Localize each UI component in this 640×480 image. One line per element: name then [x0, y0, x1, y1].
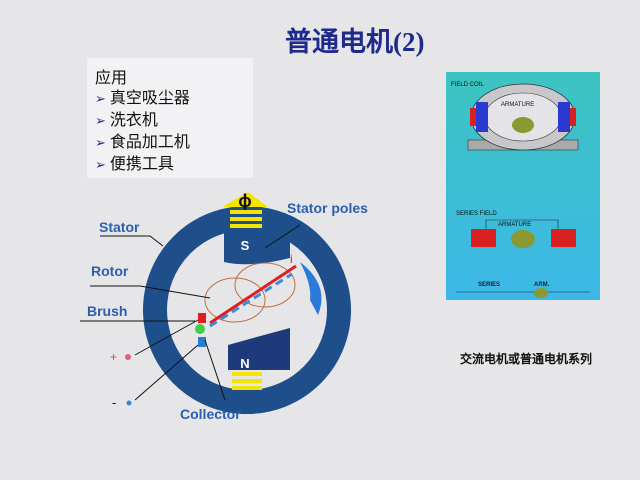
rotation-arrow-icon	[300, 262, 322, 315]
svg-text:SERIES: SERIES	[478, 282, 500, 288]
brush-negative	[198, 337, 206, 347]
list-item: ➢真空吸尘器	[95, 90, 190, 107]
rotor-label: Rotor	[91, 263, 129, 279]
minus-terminal: -	[112, 395, 116, 410]
svg-text:ARMATURE: ARMATURE	[501, 102, 534, 108]
list-item: ➢食品加工机	[95, 134, 190, 151]
applications-list: ➢真空吸尘器 ➢洗衣机 ➢食品加工机 ➢便携工具	[95, 88, 190, 176]
flux-arrow-icon	[222, 192, 268, 207]
brush-label: Brush	[87, 303, 127, 319]
bullet-arrow-icon: ➢	[95, 157, 106, 172]
svg-text:ARM.: ARM.	[534, 282, 550, 288]
stator-poles-label: Stator poles	[287, 200, 368, 216]
svg-text:ARMATURE: ARMATURE	[498, 222, 531, 228]
collector-label: Collector	[180, 406, 241, 422]
list-item: ➢洗衣机	[95, 112, 158, 129]
stator-ring	[143, 206, 351, 414]
stator-pole-n	[228, 328, 290, 370]
svg-text:SERIES FIELD: SERIES FIELD	[456, 211, 497, 217]
page-title: 普通电机(2)	[285, 27, 425, 57]
stator-label: Stator	[99, 219, 140, 235]
brush-positive	[198, 313, 206, 323]
applications-box: 应用 ➢真空吸尘器 ➢洗衣机 ➢食品加工机 ➢便携工具	[87, 58, 253, 178]
list-item: ➢便携工具	[95, 156, 174, 173]
svg-text:S: S	[241, 238, 250, 253]
field-coil-label: FIELD COIL	[451, 82, 484, 88]
rotor-coil	[209, 264, 297, 325]
bullet-arrow-icon: ➢	[95, 113, 106, 128]
plus-terminal: +	[110, 350, 117, 364]
bullet-arrow-icon: ➢	[95, 91, 106, 106]
motor-figure-drawing: FIELD COIL ARMATURE SERIES FIELD ARMATUR…	[451, 82, 590, 298]
armature-icon	[512, 117, 534, 133]
bullet-arrow-icon: ➢	[95, 135, 106, 150]
svg-text:ϕ: ϕ	[238, 191, 252, 211]
motor-figure: FIELD COIL ARMATURE SERIES FIELD ARMATUR…	[446, 72, 600, 300]
svg-text:i: i	[290, 252, 293, 266]
stator-pole-s	[224, 230, 290, 265]
applications-heading: 应用	[95, 70, 128, 87]
svg-text:N: N	[240, 356, 249, 371]
figure-caption: 交流电机或普通电机系列	[460, 352, 593, 366]
